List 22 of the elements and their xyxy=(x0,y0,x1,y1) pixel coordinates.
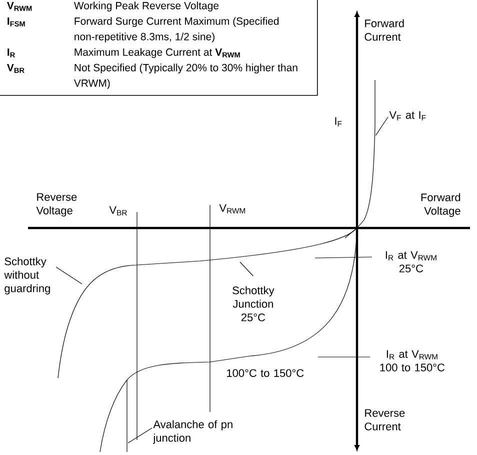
leader-line xyxy=(56,266,82,284)
axis-label: V$_{RWM}$ xyxy=(219,204,246,214)
legend-table: V$_{RWM}$ Working Peak Reverse Voltage I$_{FSM}$ Forward Surge Current Maximum (Specified non-repetitive 8.3ms, 1/2 sine) I$_{R}$ Maximum Leakage Current at V$_{RWM}$ V$_{BR}$ Not Specified (Typically 20% to 30% higher than VRWM) xyxy=(0,0,318,96)
callout-text: Schottky Junction 25°C xyxy=(232,286,274,322)
axis-label: 100°C to 150°C xyxy=(227,369,304,377)
curve xyxy=(344,80,376,238)
callout-text: V$_{F}$ at I$_{F}$ xyxy=(389,111,426,120)
leader-line xyxy=(240,262,254,276)
axis-label: Reverse Current xyxy=(364,409,405,430)
axis-label: Reverse Voltage xyxy=(36,193,77,217)
axis-label: Forward Current xyxy=(364,19,404,41)
callout-text: Avalanche of pn junction xyxy=(152,420,232,444)
axis-label: Forward Voltage xyxy=(421,193,460,217)
callout-text: I$_{R}$ at V$_{RWM}$ 25°C xyxy=(386,251,436,272)
leader-line xyxy=(318,356,370,358)
axis-label: V$_{BR}$ xyxy=(109,206,127,216)
leader-line xyxy=(375,116,388,136)
leader-line xyxy=(128,428,152,444)
callout-text: Schottky without guardring xyxy=(4,257,50,294)
callout-text: I$_{R}$ at V$_{RWM}$ 100 to 150°C xyxy=(380,350,445,372)
leader-line xyxy=(314,256,372,258)
axis-label: I$_{F}$ xyxy=(335,117,342,126)
